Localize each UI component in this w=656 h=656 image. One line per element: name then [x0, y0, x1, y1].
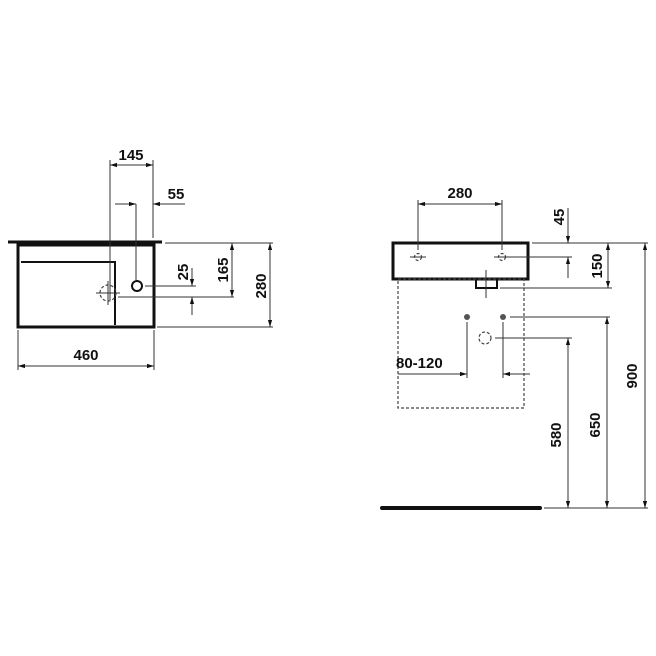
pedestal-dashed-outline	[397, 278, 525, 409]
top-view: 145 55 25 165 280 460	[8, 147, 273, 370]
dim-280-front: 280	[447, 185, 472, 202]
dim-900: 900	[624, 363, 641, 388]
dim-45: 45	[551, 209, 568, 226]
waste-point-icon	[478, 331, 492, 345]
tap-hole-icon	[131, 280, 143, 292]
dim-25: 25	[175, 264, 192, 281]
basin-front-outline	[391, 241, 530, 281]
front-view: 280 45 150 900 650 580 80-120	[380, 185, 648, 510]
dim-55: 55	[168, 186, 185, 203]
bowl-inner-edge	[21, 261, 116, 325]
dim-650: 650	[587, 412, 604, 437]
dim-280: 280	[253, 273, 270, 298]
dim-580: 580	[548, 422, 565, 447]
dim-165: 165	[215, 257, 232, 282]
basin-outline	[16, 243, 156, 329]
supply-point-icon	[500, 314, 506, 320]
dim-145: 145	[118, 147, 143, 164]
dim-460: 460	[73, 347, 98, 364]
dim-150: 150	[589, 253, 606, 278]
supply-point-icon	[464, 314, 470, 320]
dim-80-120: 80-120	[396, 355, 443, 372]
